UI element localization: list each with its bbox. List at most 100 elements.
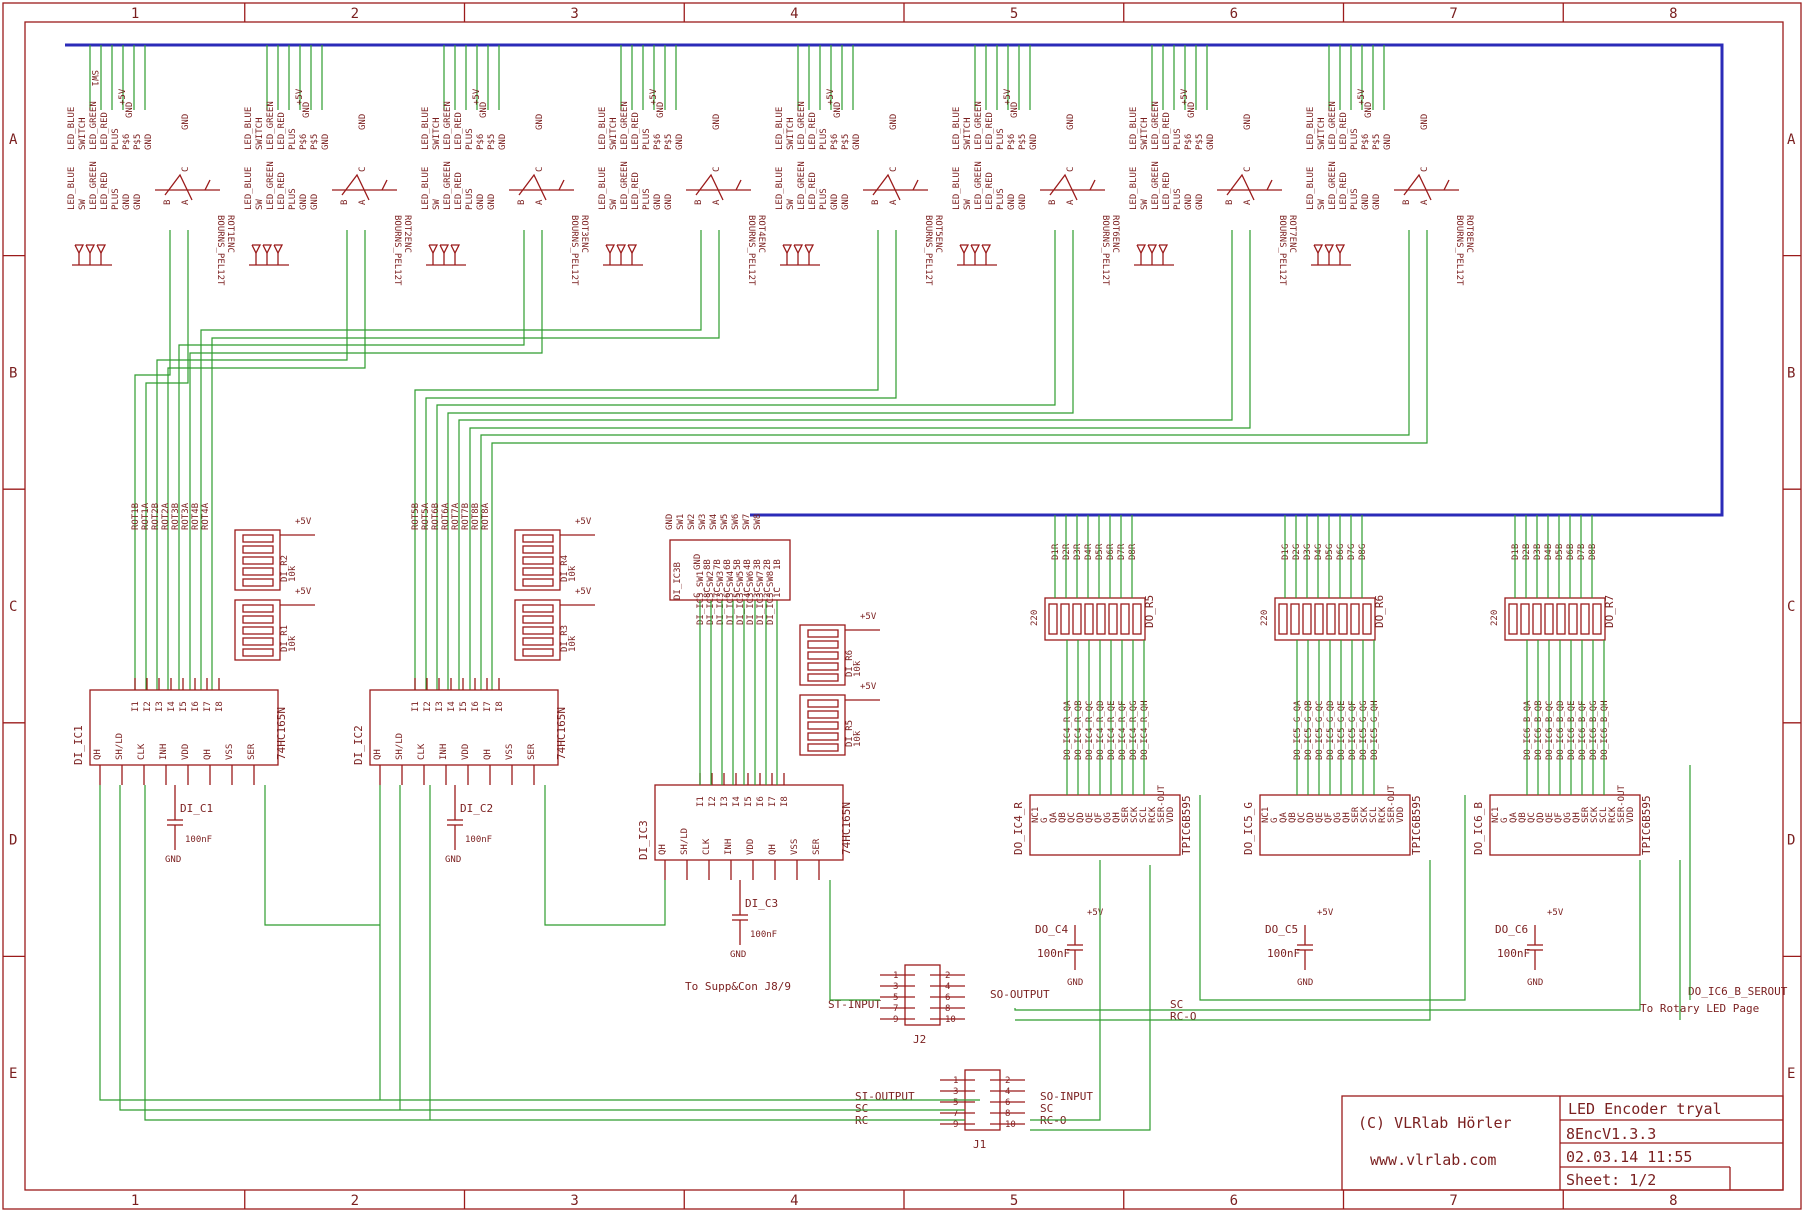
encoder-inner-pin-label: PLUS — [1350, 188, 1360, 210]
ic3b-pin: 6C — [723, 587, 733, 598]
gnd-symbol: GND — [125, 102, 135, 118]
resistor-name: DI_R4 — [560, 555, 570, 582]
row-label-right: C — [1787, 599, 1795, 615]
encoder-pin-label: PLUS — [642, 128, 652, 150]
resistor-element — [807, 721, 839, 730]
chip-pin-label: SCK — [1130, 806, 1140, 823]
chip-pin-label: G — [1500, 818, 1510, 823]
encoder-pin-label: LED_GREEN — [620, 101, 630, 150]
chip-pin-label: QB — [1288, 812, 1298, 823]
connector-pin-right: 2 — [945, 971, 950, 981]
encoder-signal-wire — [189, 230, 543, 690]
encoder-pin-label: LED_BLUE — [1129, 107, 1139, 150]
output-net-label: DO_IC4_R_QD — [1096, 700, 1106, 760]
net-to-supp: To Supp&Con J8/9 — [685, 980, 791, 993]
net-label: ROT6A — [441, 502, 451, 530]
resistor-element — [1350, 603, 1360, 635]
encoder-inner-pin-label: LED_GREEN — [797, 161, 807, 210]
chip-pin-label: QF — [1324, 812, 1334, 823]
net-label: D5R — [1095, 543, 1105, 560]
chip-body — [1259, 794, 1411, 856]
encoder-signal-wire — [156, 230, 348, 690]
row-label-right: B — [1787, 365, 1795, 381]
encoder-signal-wire — [425, 230, 897, 690]
output-net-label: DO_IC4_R_QC — [1085, 700, 1095, 760]
cap-value: 100nF — [185, 835, 212, 845]
resistor-element — [522, 626, 554, 635]
contact-c: C — [1420, 167, 1430, 172]
vcc-symbol: +5V — [1547, 908, 1564, 918]
chip-pin-label: QC — [1297, 812, 1307, 823]
encoder-signal-wire — [447, 230, 1074, 690]
encoder-inner-pin-label: LED_BLUE — [1306, 167, 1316, 210]
cap-name: DI_C3 — [745, 897, 778, 910]
gnd-symbol: GND — [165, 855, 181, 865]
chip-input-label: I3 — [720, 796, 730, 807]
net-label: ROT2A — [161, 502, 171, 530]
resistor-array — [1504, 597, 1606, 641]
encoder-switch-contact — [1266, 179, 1273, 191]
net-label: D2R — [1062, 543, 1072, 560]
gnd-symbol: GND — [181, 114, 191, 130]
ic3b-net: SW7 — [742, 514, 752, 530]
contact-a: A — [358, 199, 368, 205]
connector-pin-left: 7 — [953, 1109, 958, 1119]
encoder-pin-label: GND — [675, 134, 685, 150]
chip-input-label: I3 — [155, 701, 165, 712]
chip-pin-label: RCK — [1378, 806, 1388, 823]
output-net-label: DO_IC4_R_QA — [1063, 700, 1073, 760]
net-sc-top: SC — [1170, 998, 1183, 1011]
output-net-label: DO_IC6_B_QC — [1545, 700, 1555, 760]
encoder-name: ROT8ENC — [1464, 215, 1474, 253]
vcc-symbol: +5V — [118, 88, 128, 105]
resistor-value: 10k — [288, 565, 298, 582]
chip-pin-label: QG — [1103, 812, 1113, 823]
connector-pin-left: 9 — [893, 1015, 898, 1025]
output-net-label: DO_IC6_B_QD — [1556, 700, 1566, 760]
connector-pin-right: 10 — [1005, 1120, 1016, 1130]
output-net-label: DO_IC5_G_QA — [1293, 700, 1303, 760]
resistor-element — [1532, 603, 1542, 635]
encoder-pin-label: LED_GREEN — [266, 101, 276, 150]
encoder-inner-pin-label: LED_BLUE — [421, 167, 431, 210]
encoder-pin-label: SWITCH — [963, 117, 973, 150]
output-net-label: DO_IC4_R_QB — [1074, 700, 1084, 760]
led-symbol — [627, 244, 638, 255]
encoder-pin-label: LED_RED — [1162, 112, 1172, 150]
resistor-element — [1120, 603, 1130, 635]
encoder-name: ROT1ENC — [225, 215, 235, 253]
resistor-element — [1556, 603, 1566, 635]
net-label: ROT7B — [461, 503, 471, 530]
connector-pin-left: 5 — [953, 1098, 958, 1108]
chip-input-label: I6 — [471, 701, 481, 712]
vcc-symbol: +5V — [826, 88, 836, 105]
vcc-symbol: +5V — [295, 517, 312, 527]
resistor-element — [522, 545, 554, 554]
encoder-pin-label: P$6 — [299, 134, 309, 150]
vcc-symbol: +5V — [295, 587, 312, 597]
encoder-inner-pin-label: LED_BLUE — [952, 167, 962, 210]
resistor-element — [242, 556, 274, 565]
contact-c: C — [535, 167, 545, 172]
encoder-switch-symbol — [695, 173, 724, 201]
resistor-element — [242, 534, 274, 543]
chip-pin-label: QH — [658, 844, 668, 855]
net-label: ROT3B — [171, 503, 181, 530]
net-label: DI_IC3_SW8 — [766, 571, 776, 625]
encoder-value: BOURNS_PEL12T — [569, 215, 579, 286]
output-net-label: DO_IC6_B_QH — [1600, 700, 1610, 760]
encoder-pin-label: P$6 — [1184, 134, 1194, 150]
encoder-switch-contact — [1089, 179, 1096, 191]
ic3b-pin: C — [693, 593, 703, 598]
encoder-switch-contact — [381, 179, 388, 191]
encoder-pin-label: P$5 — [133, 134, 143, 150]
contact-a: A — [535, 199, 545, 205]
connector-name: J1 — [973, 1138, 986, 1151]
column-label-top: 5 — [1010, 6, 1018, 22]
encoder-inner-pin-label: GND — [487, 194, 497, 210]
